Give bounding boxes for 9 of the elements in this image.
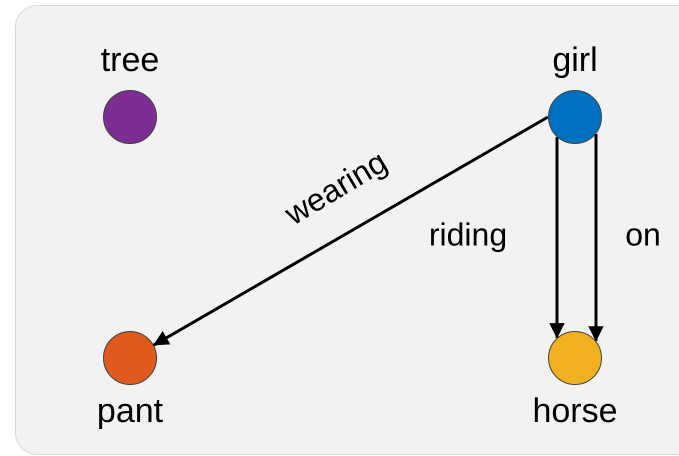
edge-label: on bbox=[625, 216, 661, 254]
arrow bbox=[549, 137, 565, 338]
node-label: pant bbox=[96, 391, 164, 431]
node-label: horse bbox=[531, 391, 619, 431]
arrow bbox=[588, 134, 604, 342]
node-label: tree bbox=[100, 40, 160, 80]
edge-label: riding bbox=[428, 216, 508, 254]
arrow bbox=[152, 116, 549, 346]
node-label: girl bbox=[551, 40, 599, 80]
